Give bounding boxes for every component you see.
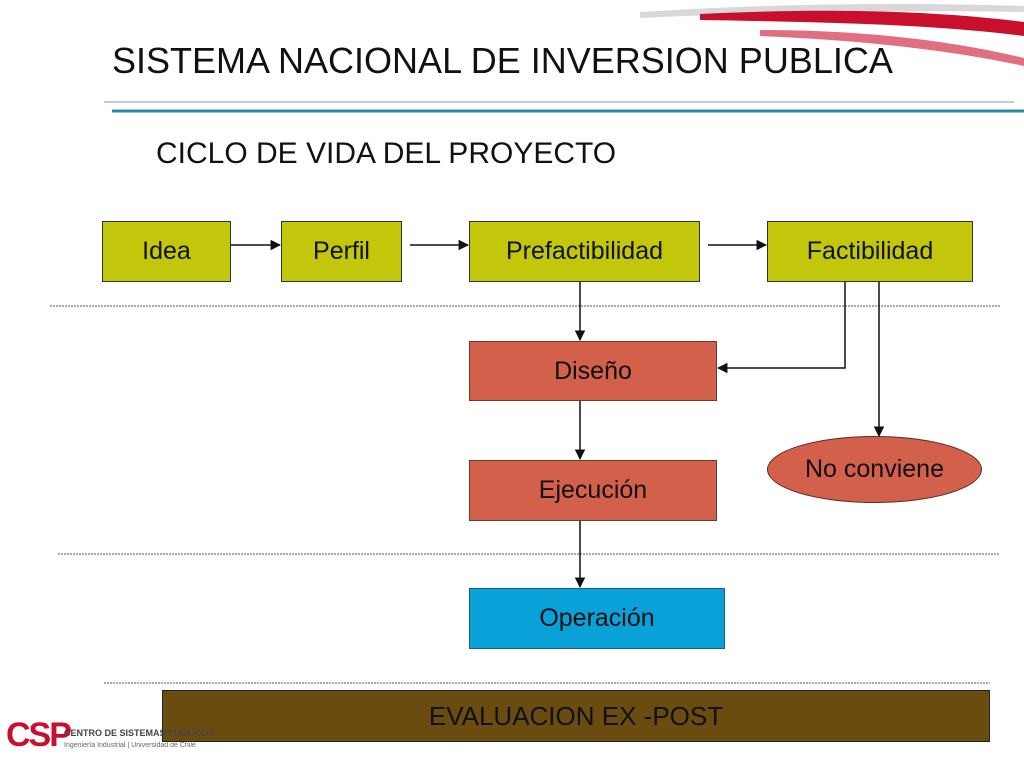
node-prefactibilidad: Prefactibilidad	[469, 221, 700, 282]
node-evaluacion-ex-post: EVALUACION EX -POST	[162, 690, 990, 742]
logo-tagline: Ingeniería Industrial | Universidad de C…	[64, 742, 196, 749]
section-subtitle: CICLO DE VIDA DEL PROYECTO	[156, 137, 617, 170]
arrow-factibilidad-diseno	[716, 282, 846, 374]
node-factibilidad: Factibilidad	[767, 221, 973, 282]
node-operacion: Operación	[469, 588, 725, 649]
node-ejecucion: Ejecución	[469, 460, 717, 521]
node-perfil: Perfil	[281, 221, 402, 282]
node-idea: Idea	[102, 221, 231, 282]
header-swoosh-decoration	[640, 4, 1024, 66]
logo-mark: CSP	[6, 716, 72, 754]
page-title: SISTEMA NACIONAL DE INVERSION PUBLICA	[112, 40, 893, 81]
node-diseno: Diseño	[469, 341, 717, 401]
logo: CSP CENTRO DE SISTEMAS PÚBLICOS Ingenier…	[6, 716, 215, 760]
logo-name: CENTRO DE SISTEMAS PÚBLICOS	[64, 728, 215, 738]
node-no-conviene: No conviene	[767, 436, 982, 503]
